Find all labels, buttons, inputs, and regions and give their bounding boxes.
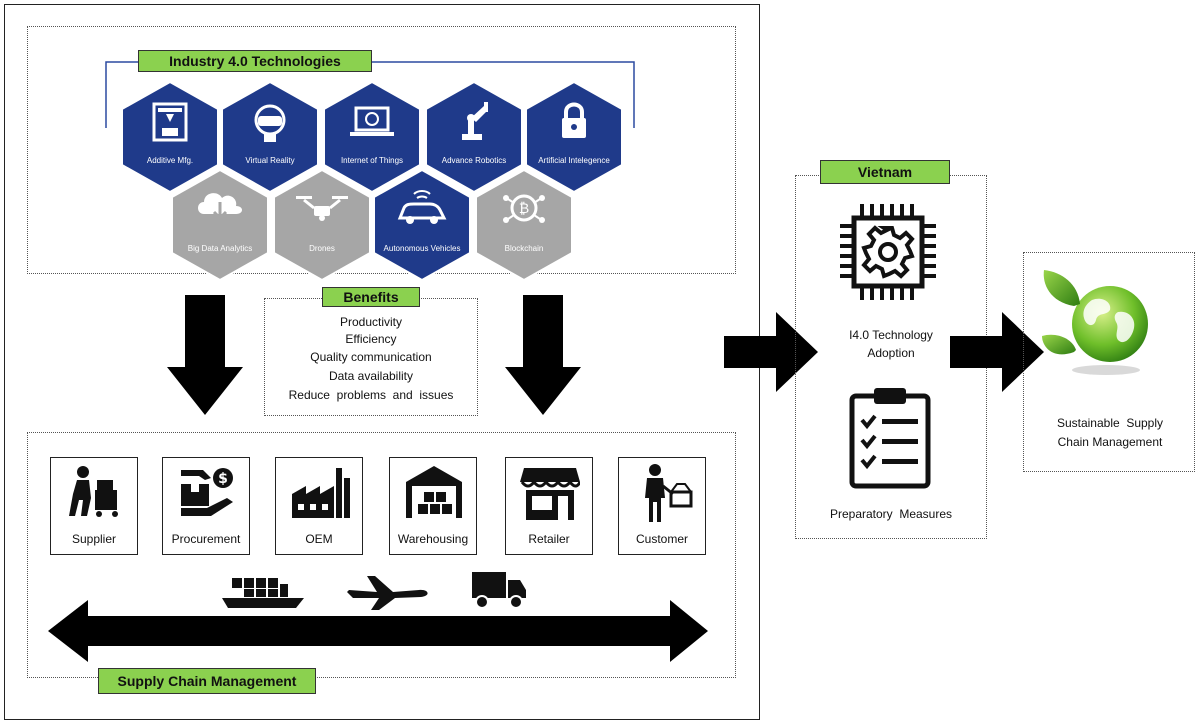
3d-printer-icon xyxy=(152,102,188,142)
hex-drones: Drones xyxy=(272,168,372,282)
laptop-globe-icon xyxy=(350,106,394,136)
outcome-line2: Chain Management xyxy=(1057,435,1163,449)
hex-label: Virtual Reality xyxy=(245,156,295,165)
checklist-clipboard-icon xyxy=(849,388,931,489)
adoption-line1: I4.0 Technology xyxy=(849,328,933,342)
airplane-icon xyxy=(347,576,428,610)
shopper-basket-icon xyxy=(645,464,693,522)
green-globe-leaf-icon xyxy=(1042,270,1148,375)
hex-label: Artificial Intelegence xyxy=(538,156,610,165)
hexagon-shape xyxy=(425,80,523,194)
benefit-efficiency: Efficiency xyxy=(345,332,397,346)
stage-supplier: Supplier xyxy=(50,457,138,555)
stage-label: Supplier xyxy=(71,532,117,546)
gear-chip-icon xyxy=(840,204,936,300)
hex-label: Big Data Analytics xyxy=(187,244,253,253)
vr-headset-icon xyxy=(254,104,286,142)
store-icon xyxy=(520,468,580,520)
arrow-to-vietnam xyxy=(724,312,818,392)
svg-text:$: $ xyxy=(218,471,228,487)
hexagon-shape: ₿ xyxy=(475,168,573,282)
arrow-down-right xyxy=(505,295,581,415)
hexagon-shape xyxy=(525,80,623,194)
drone-icon xyxy=(296,196,348,221)
stage-label: OEM xyxy=(305,532,333,546)
vietnam-title: Vietnam xyxy=(820,160,950,184)
supply-flow-double-arrow xyxy=(48,600,708,662)
benefit-data-availability: Data availability xyxy=(328,369,414,383)
hexagon-shape xyxy=(373,168,471,282)
stage-retailer: Retailer xyxy=(505,457,593,555)
connected-car-icon xyxy=(397,190,447,224)
stage-label: Retailer xyxy=(528,532,570,546)
benefit-reduce-problems: Reduce problems and issues xyxy=(288,388,454,402)
stage-procurement: $ Procurement xyxy=(162,457,250,555)
hex-advance-robotics: Advance Robotics xyxy=(424,80,524,194)
industry-box xyxy=(27,26,736,274)
cloud-download-icon xyxy=(198,193,242,221)
hex-label: Internet of Things xyxy=(340,156,404,165)
hex-label: Blockchain xyxy=(504,244,544,253)
bitcoin-network-icon: ₿ xyxy=(503,194,545,223)
hex-label: Additive Mfg. xyxy=(146,156,194,165)
hex-label: Autonomous Vehicles xyxy=(383,244,461,253)
hexagon-shape xyxy=(171,168,269,282)
adoption-line2: Adoption xyxy=(867,346,915,360)
stage-label: Customer xyxy=(635,532,688,546)
hexagon-shape xyxy=(323,80,421,194)
benefits-title: Benefits xyxy=(322,287,420,307)
benefit-productivity: Productivity xyxy=(339,315,403,329)
hex-big-data-analytics: Big Data Analytics xyxy=(170,168,270,282)
hexagon-shape xyxy=(221,80,319,194)
stage-label: Procurement xyxy=(171,532,241,546)
lock-icon xyxy=(562,102,586,138)
outcome-line1: Sustainable Supply xyxy=(1056,416,1164,430)
hexagon-shape xyxy=(273,168,371,282)
hex-virtual-reality: Virtual Reality xyxy=(220,80,320,194)
robot-arm-icon xyxy=(462,102,488,140)
arrow-down-left xyxy=(167,295,243,415)
hex-internet-of-things: Internet of Things xyxy=(322,80,422,194)
stage-warehousing: Warehousing xyxy=(389,457,477,555)
benefit-quality-communication: Quality communication xyxy=(310,350,432,364)
stage-oem: OEM xyxy=(275,457,363,555)
supply-chain-box xyxy=(27,432,736,678)
warehouse-icon xyxy=(406,466,462,518)
stage-label: Warehousing xyxy=(397,532,469,546)
industry-title: Industry 4.0 Technologies xyxy=(138,50,372,72)
stage-customer: Customer xyxy=(618,457,706,555)
outcome-box xyxy=(1023,252,1195,472)
hex-artificial-intelegence: Artificial Intelegence xyxy=(524,80,624,194)
arrow-to-outcome xyxy=(950,312,1044,392)
hex-additive-mfg: Additive Mfg. xyxy=(120,80,220,194)
hex-label: Advance Robotics xyxy=(441,156,507,165)
hexagon-shape xyxy=(121,80,219,194)
hex-autonomous-vehicles: Autonomous Vehicles xyxy=(372,168,472,282)
factory-icon xyxy=(292,468,350,518)
supply-chain-title: Supply Chain Management xyxy=(98,668,316,694)
hex-blockchain: ₿ Blockchain xyxy=(474,168,574,282)
cargo-ship-icon xyxy=(222,578,304,608)
worker-trolley-icon xyxy=(69,466,118,517)
hex-label: Drones xyxy=(309,244,335,253)
hand-money-icon: $ xyxy=(181,468,233,516)
truck-icon xyxy=(472,572,526,609)
svg-text:₿: ₿ xyxy=(519,201,529,217)
preparatory-measures-label: Preparatory Measures xyxy=(829,507,953,521)
